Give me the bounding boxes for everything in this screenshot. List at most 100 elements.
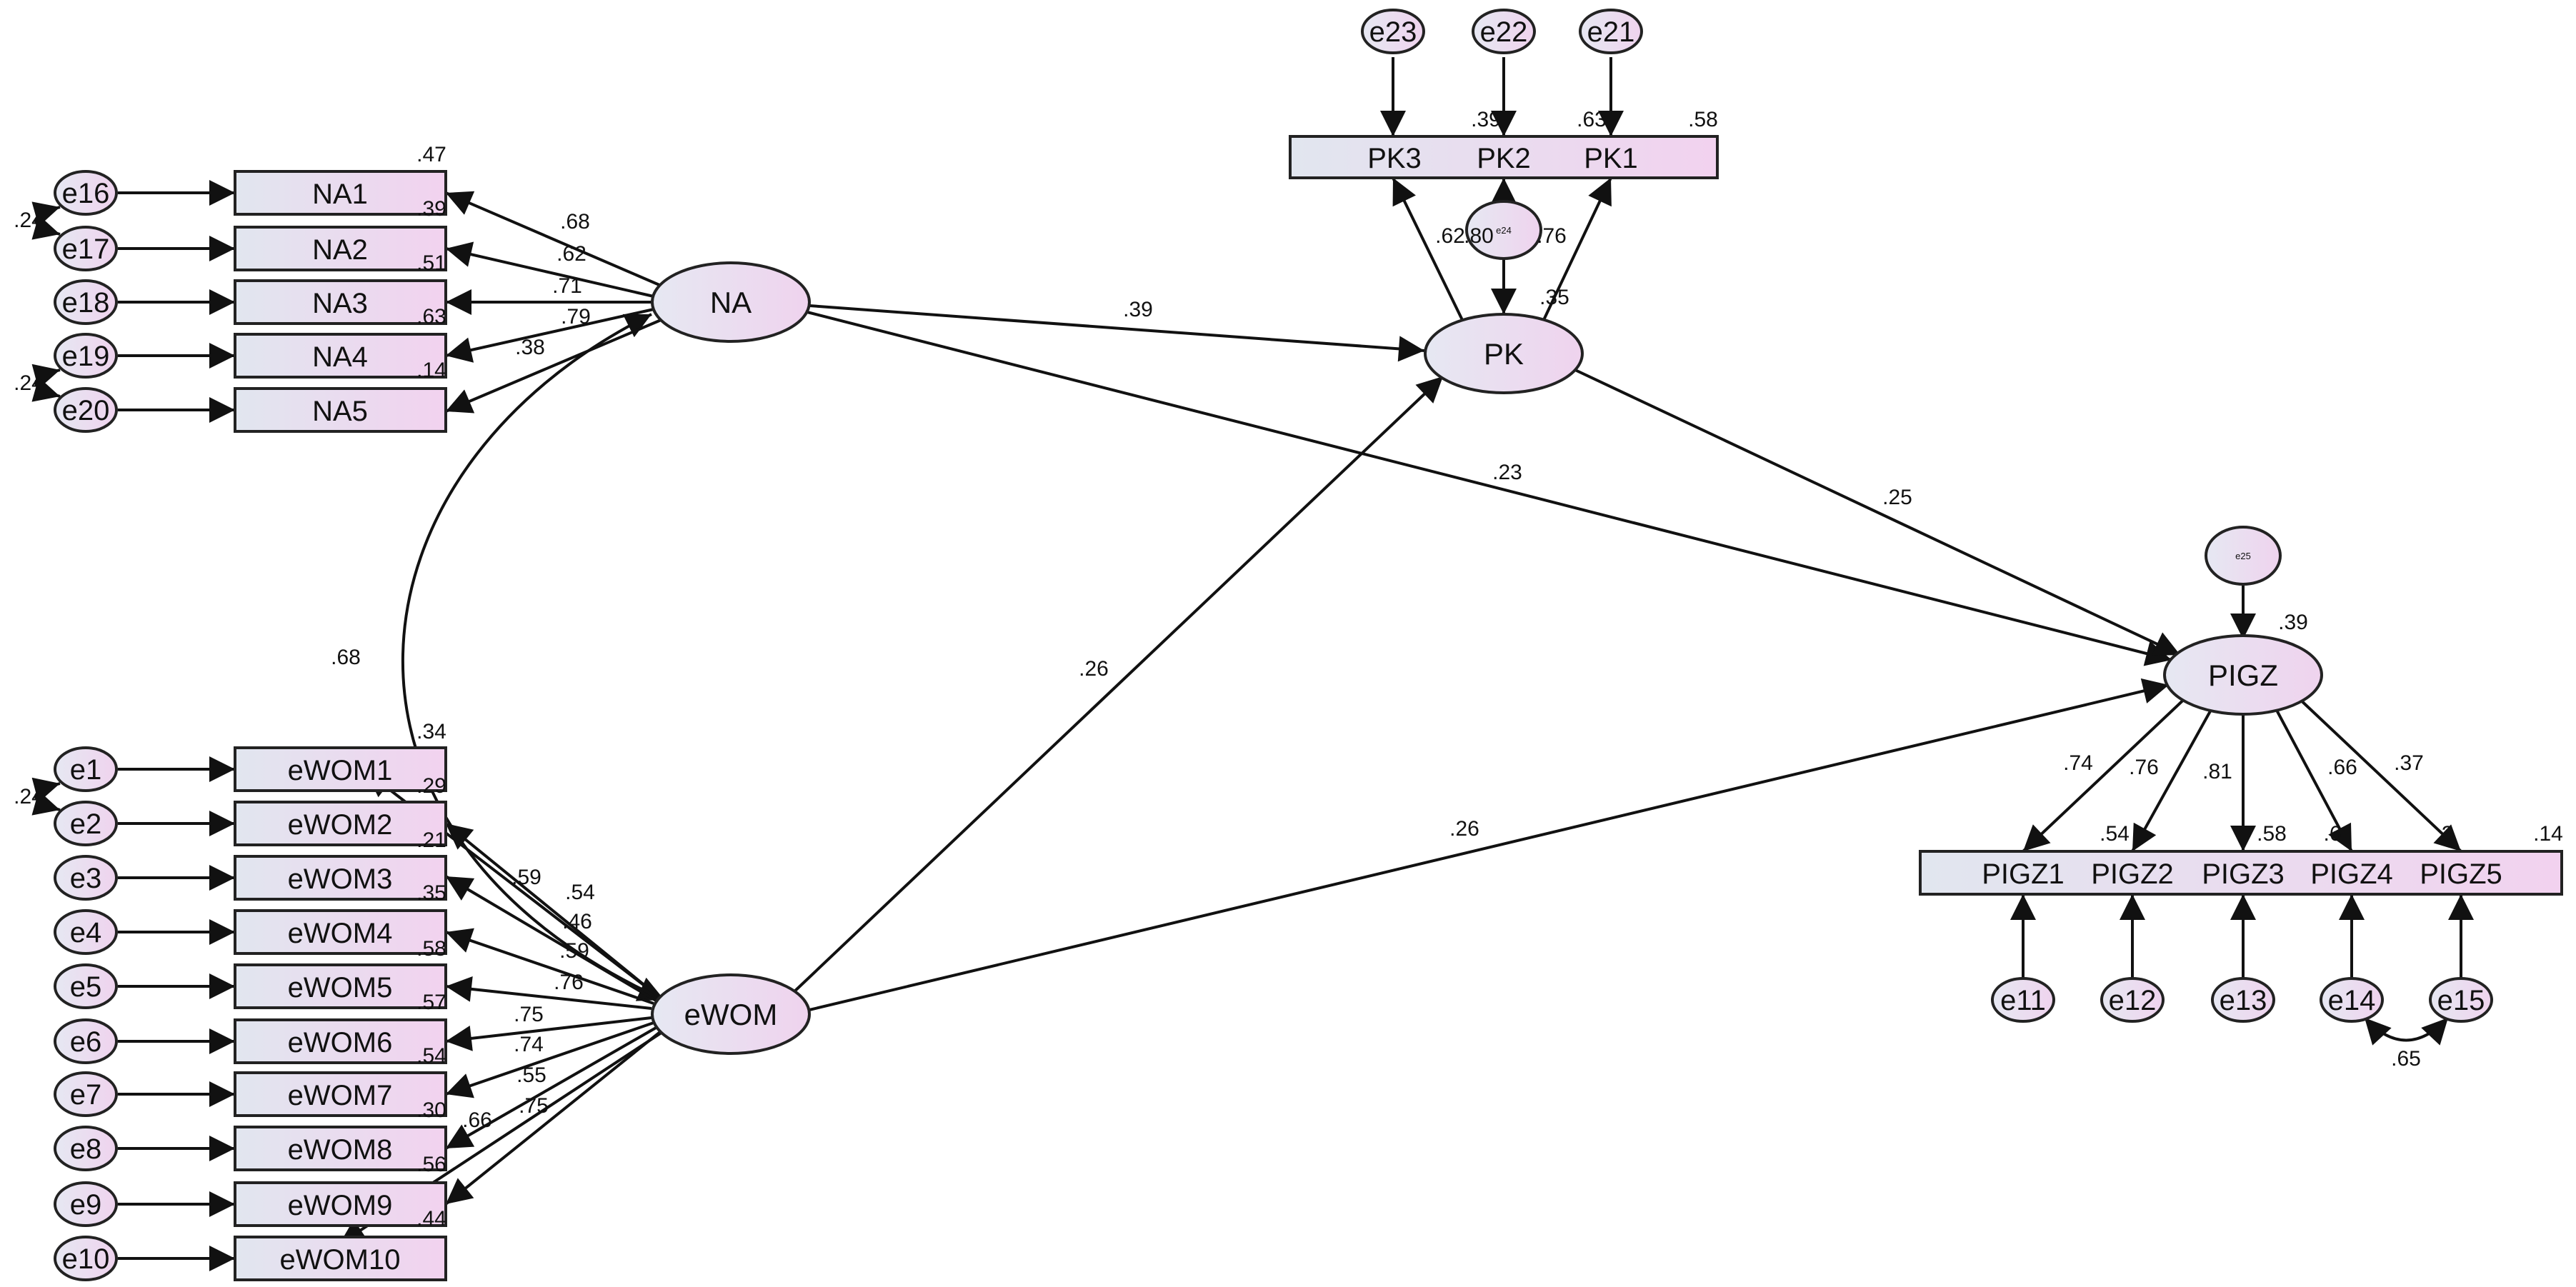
r2-ewom5: .58 xyxy=(416,937,446,961)
error-label-e16: e16 xyxy=(62,178,110,209)
error-label-e9: e9 xyxy=(70,1189,102,1221)
indicator-label-ewom10: eWOM10 xyxy=(280,1244,401,1276)
r2-pk: .35 xyxy=(1539,286,1569,309)
indicator-box-na5 xyxy=(234,387,447,433)
coef-loading-pigz2: .76 xyxy=(2129,756,2159,779)
coef-loading-pk1: .76 xyxy=(1537,224,1567,248)
loading-na-na2 xyxy=(445,241,654,298)
indicator-label-na5: NA5 xyxy=(312,396,368,427)
r2-na2: .39 xyxy=(416,197,446,221)
coef-cov-e19-e20: .24 xyxy=(14,371,44,395)
covariance-e1-e2 xyxy=(31,777,61,816)
coef-loading-na4: .79 xyxy=(561,305,591,329)
latent-label-ewom: eWOM xyxy=(684,998,778,1031)
error-label-e25: e25 xyxy=(2235,551,2251,561)
path-na-pigz xyxy=(807,311,2172,666)
indicator-label-na4: NA4 xyxy=(312,341,368,373)
indicator-label-ewom8: eWOM8 xyxy=(288,1134,393,1166)
coef-ewom-pk: .26 xyxy=(1079,657,1109,681)
error-circle-e3 xyxy=(54,855,118,901)
indicator-label-pigz2: PIGZ2 xyxy=(2091,858,2174,890)
loading-pigz-pigz2 xyxy=(2131,703,2216,852)
coef-cov-e1-e2: .24 xyxy=(14,785,44,808)
loading-ewom-ewom9 xyxy=(444,1027,666,1206)
covariance-na-ewom xyxy=(401,313,665,1001)
coef-loading-pigz1: .74 xyxy=(2063,751,2093,775)
error-circle-e19 xyxy=(54,333,118,379)
r2-pk1: .58 xyxy=(1688,108,1718,131)
error-circle-e6 xyxy=(54,1018,118,1064)
coef-loading-ewom6: .75 xyxy=(514,1003,544,1026)
indicator-label-pigz1: PIGZ1 xyxy=(1982,858,2065,890)
coef-pk-pigz: .25 xyxy=(1882,486,1912,509)
latent-label-pk: PK xyxy=(1484,337,1524,371)
loading-ewom-ewom4 xyxy=(445,928,654,1005)
path-ewom-pigz xyxy=(809,678,2170,1011)
path-pk-pigz xyxy=(1574,369,2181,656)
latent-label-na: NA xyxy=(710,286,752,319)
error-circle-e20 xyxy=(54,387,118,433)
error-label-e5: e5 xyxy=(70,971,102,1003)
indicator-box-ewom4 xyxy=(234,909,447,955)
covariance-e14-e15 xyxy=(2363,1016,2450,1046)
indicator-label-na1: NA1 xyxy=(312,179,368,210)
indicator-label-pk3: PK3 xyxy=(1367,143,1422,174)
error-circle-e8 xyxy=(54,1126,118,1171)
indicator-box-na1 xyxy=(234,170,447,216)
coef-loading-na2: .62 xyxy=(556,242,586,266)
error-circle-e15 xyxy=(2429,977,2493,1023)
error-label-e11: e11 xyxy=(2000,985,2046,1016)
r2-na1: .47 xyxy=(416,143,446,166)
loading-ewom-ewom6 xyxy=(445,1016,652,1051)
error-label-e10: e10 xyxy=(62,1243,110,1275)
r2-ewom8: .30 xyxy=(416,1098,446,1122)
loading-pigz-pigz4 xyxy=(2272,703,2353,852)
error-terms: e16 e17 e18 e19 e20 e1 e2 e3 e4 e5 e6 e7… xyxy=(54,9,2493,1281)
coef-cov-e16-e17: .24 xyxy=(14,209,44,232)
coef-loading-ewom9: .75 xyxy=(519,1094,549,1118)
error-circle-e18 xyxy=(54,279,118,325)
coef-loading-ewom3: .46 xyxy=(562,910,592,933)
indicator-box-pk xyxy=(1289,135,1719,179)
indicator-label-pk1: PK1 xyxy=(1584,143,1638,174)
indicator-label-na2: NA2 xyxy=(312,234,368,266)
indicator-box-na3 xyxy=(234,279,447,325)
error-label-e21: e21 xyxy=(1587,16,1635,48)
loading-pk-pk3 xyxy=(1392,177,1464,322)
error-label-e2: e2 xyxy=(70,808,102,840)
indicator-label-ewom6: eWOM6 xyxy=(288,1027,393,1058)
covariance-e16-e17 xyxy=(31,201,61,240)
indicator-label-pk2: PK2 xyxy=(1477,143,1531,174)
pigz-indicators: PIGZ1 PIGZ2 PIGZ3 PIGZ4 PIGZ5 xyxy=(1919,850,2563,896)
loading-pigz-pigz1 xyxy=(2022,693,2191,853)
error-label-e23: e23 xyxy=(1369,16,1417,48)
error-circle-e25 xyxy=(2205,526,2282,586)
indicator-box-ewom8 xyxy=(234,1126,447,1171)
error-label-e19: e19 xyxy=(62,341,110,372)
pk-indicators: PK3 PK2 PK1 xyxy=(1289,135,1719,179)
r2-pigz3: .6 xyxy=(2323,822,2341,846)
r2-pk3: .39 xyxy=(1471,108,1501,131)
r2-ewom4: .35 xyxy=(416,881,446,905)
error-circle-e16 xyxy=(54,170,118,216)
error-circle-e4 xyxy=(54,909,118,955)
error-label-e6: e6 xyxy=(70,1026,102,1058)
r2-ewom2: .29 xyxy=(416,774,446,798)
error-circle-e2 xyxy=(54,801,118,846)
coef-na-pk: .39 xyxy=(1123,298,1153,321)
loading-ewom-ewom3 xyxy=(444,875,659,1003)
indicator-box-ewom1 xyxy=(234,746,447,792)
indicator-label-ewom1: eWOM1 xyxy=(288,755,393,786)
indicator-label-pigz5: PIGZ5 xyxy=(2420,858,2502,890)
r2-ewom3: .21 xyxy=(416,828,446,852)
error-circle-e9 xyxy=(54,1181,118,1227)
error-label-e24: e24 xyxy=(1496,225,1512,236)
error-label-e20: e20 xyxy=(62,395,110,426)
indicator-box-pigz xyxy=(1919,850,2563,896)
coef-loading-ewom1: .59 xyxy=(511,866,541,889)
indicator-box-ewom7 xyxy=(234,1071,447,1117)
coef-loading-na3: .71 xyxy=(552,274,582,298)
r2-na4: .63 xyxy=(416,305,446,329)
indicator-label-ewom5: eWOM5 xyxy=(288,972,393,1003)
